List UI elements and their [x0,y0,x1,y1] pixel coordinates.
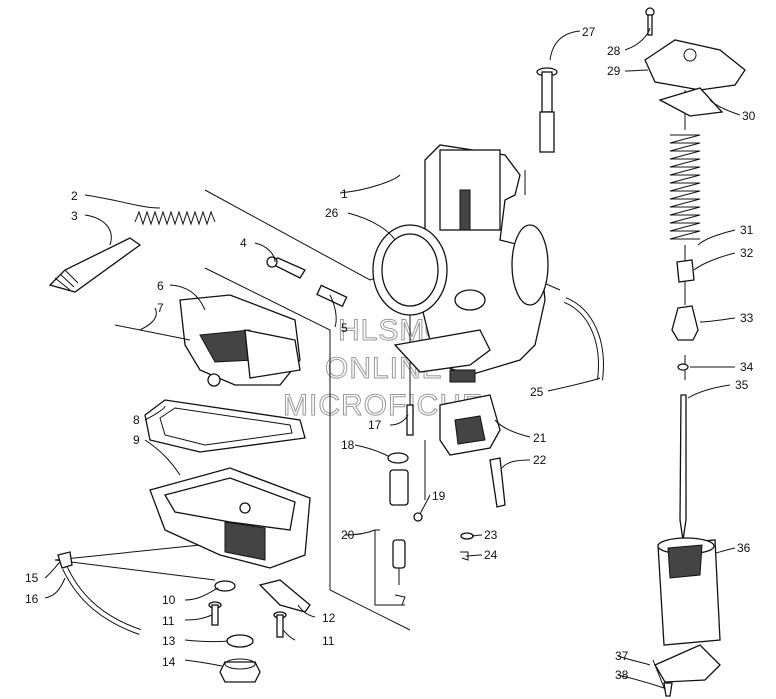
bowl-retainer-clip [258,579,311,613]
label-25: 25 [530,385,544,399]
label-24: 24 [484,548,498,562]
drain-hose-16-inner [63,567,141,634]
label-1: 1 [341,187,348,201]
jet-needle [679,394,687,541]
label-9: 9 [133,433,140,447]
float-needle [489,457,506,508]
mixing-chamber-top [644,39,746,91]
label-4: 4 [240,236,247,250]
top-cap-screw [645,7,655,36]
label-3: 3 [71,209,78,223]
label-10: 10 [162,593,176,607]
label-32: 32 [740,246,754,260]
label-27: 27 [582,25,596,39]
label-22: 22 [533,453,547,467]
label-28: 28 [607,44,621,58]
jet-o-ring [387,452,409,464]
label-16: 16 [25,592,39,606]
label-13: 13 [162,634,176,648]
float-pin-washer [460,532,474,540]
label-36: 36 [737,541,751,555]
label-23: 23 [484,528,498,542]
label-5: 5 [341,321,348,335]
drain-washer [214,580,236,592]
needle-holder [671,305,699,341]
label-7: 7 [157,301,164,315]
drain-hose-16 [62,566,141,635]
label-34: 34 [740,360,754,374]
label-26: 26 [325,206,339,220]
label-18: 18 [341,438,355,452]
label-11-right: 11 [322,634,335,648]
spring-seat [676,259,695,283]
label-19: 19 [432,489,446,503]
needle-jet [406,404,414,436]
vent-hose-25-inner [564,298,603,381]
label-11-left: 11 [162,614,175,628]
pilot-air-screw [266,256,306,279]
label-30: 30 [742,109,756,123]
label-29: 29 [607,64,621,78]
carburetor-body [372,144,549,383]
plate-screw [663,682,673,697]
main-jet [413,512,423,522]
label-33: 33 [740,311,754,325]
label-14: 14 [162,655,176,669]
leader-lines [44,27,741,689]
starter-plunger-assembly [179,294,301,387]
throttle-spring [669,134,701,240]
part-labels: 2 3 4 5 6 7 8 9 10 11 12 13 11 14 15 16 … [25,25,756,682]
throttle-stop-screw [48,237,142,293]
throttle-valve-plate [654,644,721,683]
label-17: 17 [368,418,382,432]
label-31: 31 [740,223,754,237]
vent-hose-26-inner [279,58,410,211]
throttle-valve [657,537,721,646]
float-bowl [149,467,311,569]
label-20: 20 [341,528,355,542]
top-cap-gasket [658,87,724,117]
cable-adjuster [536,67,558,153]
label-6: 6 [157,279,164,293]
float-bowl-gasket [144,399,306,453]
label-37: 37 [615,649,629,663]
drain-elbow [57,551,73,569]
label-15: 15 [25,571,39,585]
label-8: 8 [133,413,140,427]
float [439,394,501,456]
pilot-jet [316,284,348,308]
main-jet-holder [389,469,409,506]
float-valve [392,539,406,606]
label-38: 38 [615,668,629,682]
label-35: 35 [735,378,749,392]
drain-gasket [226,634,254,648]
bowl-bolt-right [273,611,287,638]
bowl-bolt-left [208,601,222,626]
needle-clip [677,363,689,371]
label-21: 21 [533,431,547,445]
drain-plug-nut [219,661,261,683]
label-12: 12 [322,611,336,625]
starter-pin [114,324,191,341]
label-2: 2 [71,189,78,203]
throttle-stop-spring [134,210,216,226]
